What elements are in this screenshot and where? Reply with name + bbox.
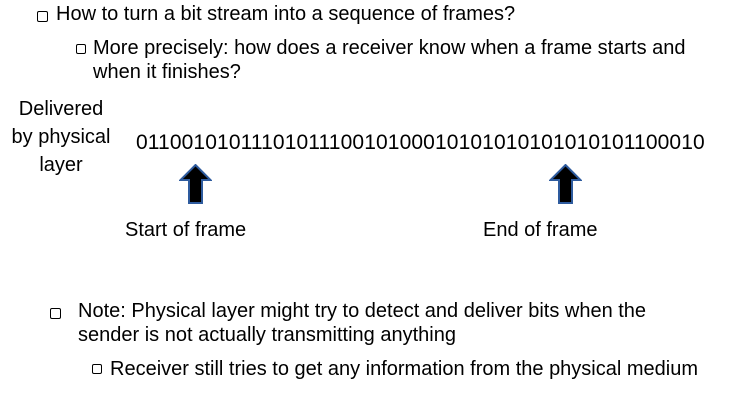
square-bullet-icon (50, 308, 61, 319)
end-of-frame-arrow-icon (549, 164, 582, 204)
note-sub-text: Receiver still tries to get any informat… (110, 358, 699, 380)
delivered-by-physical-layer-label: Delivered by physical layer (11, 98, 111, 176)
note-text: Note: Physical layer might try to detect… (78, 300, 647, 346)
start-of-frame-label: Start of frame (125, 219, 247, 241)
bit-stream-text: 0110010101110101110010100010101010101010… (136, 131, 705, 154)
main-question-text: How to turn a bit stream into a sequence… (56, 3, 516, 25)
sub-question-text: More precisely: how does a receiver know… (93, 37, 686, 83)
square-bullet-icon (37, 11, 48, 22)
square-bullet-icon (92, 364, 102, 374)
end-of-frame-label: End of frame (483, 219, 598, 241)
start-of-frame-arrow-icon (179, 164, 212, 204)
square-bullet-icon (76, 44, 86, 54)
